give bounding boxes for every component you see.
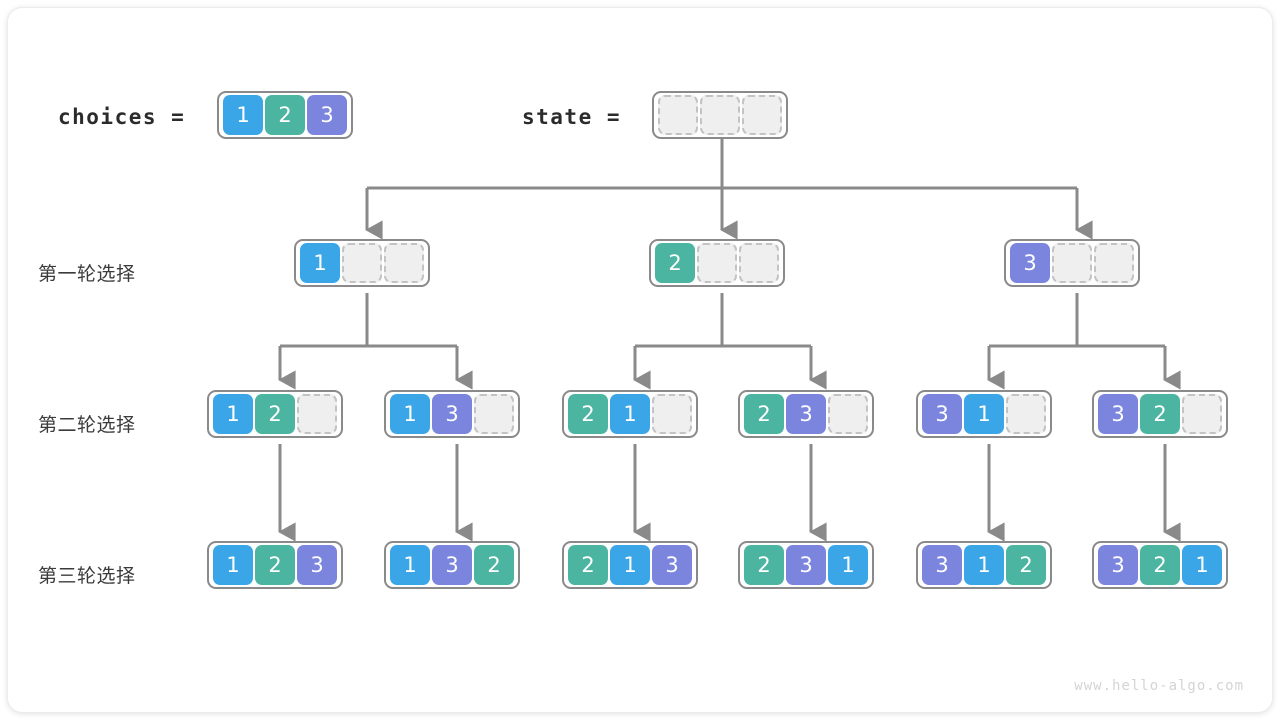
- array-cell: 1: [610, 394, 650, 434]
- array-cell: 1: [1182, 545, 1222, 585]
- array-cell: [700, 95, 740, 135]
- node-r2-c5: 3 1: [916, 390, 1052, 438]
- array-cell: 2: [744, 545, 784, 585]
- array-cell: 1: [390, 545, 430, 585]
- array-cell: 2: [1140, 545, 1180, 585]
- array-cell: 3: [652, 545, 692, 585]
- array-cell: [1052, 243, 1092, 283]
- array-cell: 1: [213, 545, 253, 585]
- array-cell: [384, 243, 424, 283]
- array-cell: [697, 243, 737, 283]
- node-r3-c5: 3 1 2: [916, 541, 1052, 589]
- array-cell: [652, 394, 692, 434]
- array-cell: [297, 394, 337, 434]
- row-label-round-2: 第二轮选择: [38, 414, 136, 436]
- node-r2-c4: 2 3: [738, 390, 874, 438]
- array-cell: [342, 243, 382, 283]
- state-array: [652, 91, 788, 139]
- node-r3-c6: 3 2 1: [1092, 541, 1228, 589]
- state-label: state =: [522, 105, 622, 129]
- array-cell: [739, 243, 779, 283]
- array-cell: 2: [1140, 394, 1180, 434]
- array-cell: [658, 95, 698, 135]
- array-cell: [1094, 243, 1134, 283]
- node-r3-c1: 1 2 3: [207, 541, 343, 589]
- array-cell: 1: [213, 394, 253, 434]
- watermark: www.hello-algo.com: [1074, 678, 1244, 694]
- array-cell: [1006, 394, 1046, 434]
- array-cell: 1: [964, 394, 1004, 434]
- array-cell: 2: [744, 394, 784, 434]
- array-cell: 1: [828, 545, 868, 585]
- array-cell: 2: [568, 394, 608, 434]
- array-cell: 3: [297, 545, 337, 585]
- diagram-canvas: choices = 1 2 3 state = 第一轮选择 1 2 3 第二轮选…: [8, 8, 1272, 712]
- array-cell: 3: [1098, 394, 1138, 434]
- node-r2-c1: 1 2: [207, 390, 343, 438]
- array-cell: 3: [786, 394, 826, 434]
- array-cell: 1: [390, 394, 430, 434]
- array-cell: [474, 394, 514, 434]
- array-cell: 2: [568, 545, 608, 585]
- node-r1-c3: 3: [1004, 239, 1140, 287]
- node-r2-c3: 2 1: [562, 390, 698, 438]
- array-cell: 3: [1098, 545, 1138, 585]
- array-cell: 3: [307, 95, 347, 135]
- choices-array: 1 2 3: [217, 91, 353, 139]
- array-cell: 2: [474, 545, 514, 585]
- connector-lines: [278, 138, 1181, 542]
- node-r1-c2: 2: [649, 239, 785, 287]
- node-r3-c2: 1 3 2: [384, 541, 520, 589]
- node-r2-c2: 1 3: [384, 390, 520, 438]
- node-r3-c3: 2 1 3: [562, 541, 698, 589]
- array-cell: 3: [432, 545, 472, 585]
- array-cell: 1: [964, 545, 1004, 585]
- array-cell: 3: [1010, 243, 1050, 283]
- node-r1-c1: 1: [294, 239, 430, 287]
- array-cell: 2: [255, 394, 295, 434]
- array-cell: 3: [432, 394, 472, 434]
- node-r2-c6: 3 2: [1092, 390, 1228, 438]
- array-cell: 2: [265, 95, 305, 135]
- row-label-round-1: 第一轮选择: [38, 263, 136, 285]
- array-cell: 1: [300, 243, 340, 283]
- array-cell: 2: [1006, 545, 1046, 585]
- array-cell: [1182, 394, 1222, 434]
- row-label-round-3: 第三轮选择: [38, 565, 136, 587]
- array-cell: [828, 394, 868, 434]
- array-cell: 3: [786, 545, 826, 585]
- array-cell: 3: [922, 394, 962, 434]
- array-cell: [742, 95, 782, 135]
- array-cell: 1: [223, 95, 263, 135]
- choices-label: choices =: [58, 105, 186, 129]
- node-r3-c4: 2 3 1: [738, 541, 874, 589]
- array-cell: 3: [922, 545, 962, 585]
- array-cell: 1: [610, 545, 650, 585]
- array-cell: 2: [255, 545, 295, 585]
- array-cell: 2: [655, 243, 695, 283]
